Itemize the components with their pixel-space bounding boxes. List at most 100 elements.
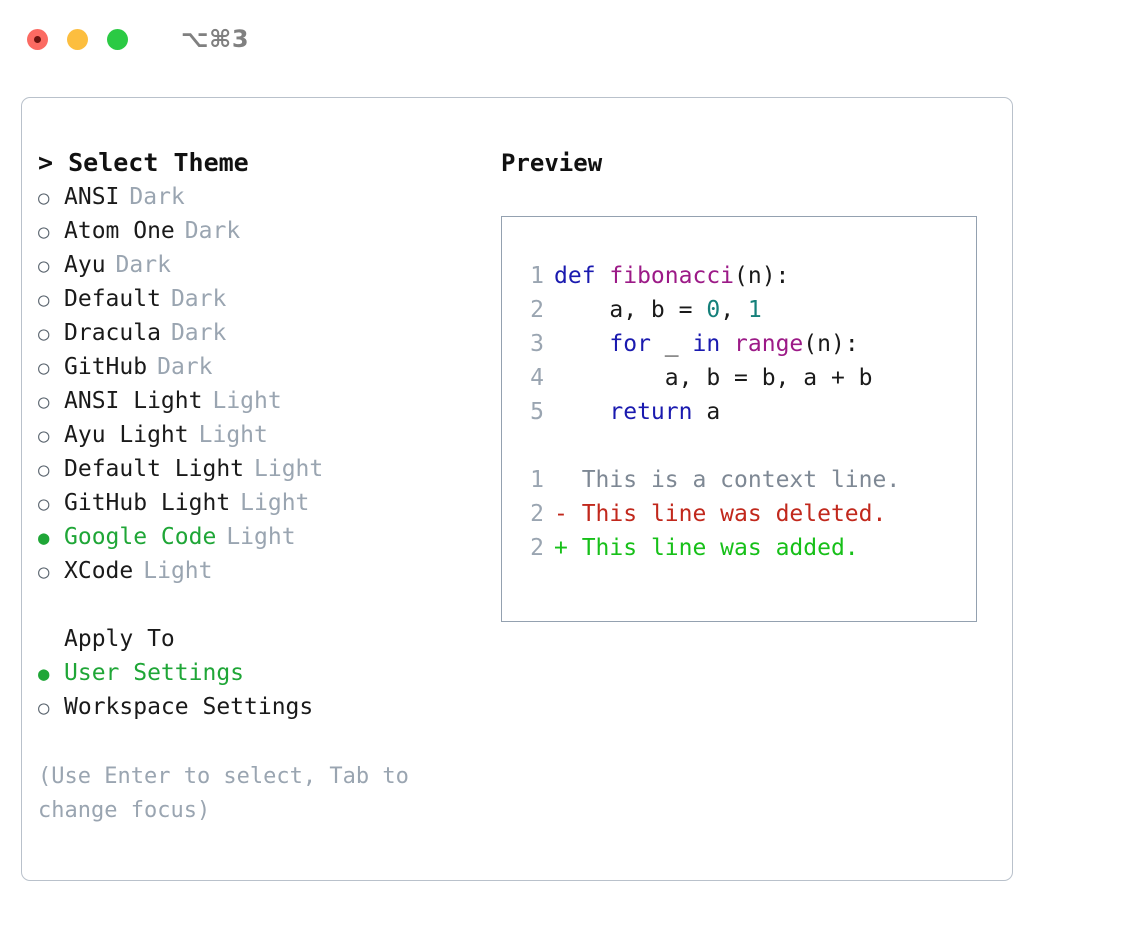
theme-name: Google Code [64,524,217,550]
theme-list-item[interactable]: ○ Default Dark [38,282,488,316]
theme-list-item[interactable]: ○ ANSI Light Light [38,384,488,418]
token-plain [554,399,609,425]
theme-variant-tag: Light [143,558,213,584]
code-text: for _ in range(n): [554,327,858,361]
code-text: a, b = b, a + b [554,361,873,395]
close-icon[interactable] [27,28,48,50]
token-plain [720,331,734,357]
theme-list-item[interactable]: ○ ANSI Dark [38,180,488,214]
line-number: 2 [530,297,544,323]
token-keyword: return [609,399,693,425]
token-function: range [734,331,804,357]
diff-sign: - [554,501,568,527]
code-preview-box: 1 def fibonacci(n): 2 a, b = 0, 1 3 for … [501,216,977,622]
diff-text: This is a context line. [567,467,901,493]
radio-icon[interactable]: ○ [38,697,50,719]
code-text: return a [554,395,720,429]
theme-name: Ayu [64,252,106,278]
theme-name: Default Light [64,456,245,482]
help-hint-text: (Use Enter to select, Tab to change focu… [38,764,423,823]
token-plain: a, b = [554,297,707,323]
line-number: 4 [530,365,544,391]
apply-to-label: Workspace Settings [64,694,314,720]
diff-line-context: 1 This is a context line. [512,463,976,497]
theme-list-item[interactable]: ○ GitHub Dark [38,350,488,384]
radio-icon-selected[interactable]: ● [38,663,50,685]
apply-to-item-user-settings[interactable]: ● User Settings [38,656,488,690]
theme-list-item[interactable]: ○ Atom One Dark [38,214,488,248]
diff-sign [554,463,568,497]
keyboard-shortcut-label: ⌥⌘3 [181,25,250,53]
theme-list-item[interactable]: ○ Dracula Dark [38,316,488,350]
code-line: 2 a, b = 0, 1 [512,293,976,327]
panel-body: > Select Theme ○ ANSI Dark ○ Atom One Da… [22,98,1012,880]
minimize-icon[interactable] [67,28,88,50]
theme-name: GitHub [64,354,148,380]
window-controls [27,28,128,50]
maximize-icon[interactable] [107,28,128,50]
radio-icon[interactable]: ○ [38,561,50,583]
line-number: 2 [530,535,544,561]
code-line: 4 a, b = b, a + b [512,361,976,395]
line-number: 3 [530,331,544,357]
diff-sign: + [554,535,568,561]
line-number: 5 [530,399,544,425]
theme-variant-tag: Dark [129,184,185,210]
theme-name: Atom One [64,218,175,244]
radio-icon[interactable]: ○ [38,187,50,209]
theme-variant-tag: Dark [115,252,171,278]
token-plain: _ [650,331,693,357]
radio-icon[interactable]: ○ [38,323,50,345]
radio-icon[interactable]: ○ [38,425,50,447]
code-blank-line [512,429,976,463]
theme-list: ○ ANSI Dark ○ Atom One Dark ○ Ayu Dark [38,180,488,588]
theme-list-item[interactable]: ○ Default Light Light [38,452,488,486]
code-text: def fibonacci(n): [554,259,789,293]
theme-variant-tag: Dark [184,218,241,244]
theme-list-item[interactable]: ○ XCode Light [38,554,488,588]
theme-list-item[interactable]: ○ GitHub Light Light [38,486,488,520]
code-line: 5 return a [512,395,976,429]
token-number: 1 [747,297,762,323]
theme-variant-tag: Light [254,456,324,482]
token-plain: (n): [734,263,790,289]
theme-list-item[interactable]: ○ Ayu Dark [38,248,488,282]
preview-column: Preview 1 def fibonacci(n): 2 a, b = 0, … [501,146,1001,622]
radio-icon[interactable]: ○ [38,391,50,413]
select-theme-heading: > Select Theme [38,148,249,177]
theme-variant-tag: Dark [157,354,213,380]
radio-icon[interactable]: ○ [38,221,50,243]
code-line: 3 for _ in range(n): [512,327,976,361]
radio-icon[interactable]: ○ [38,357,50,379]
theme-picker-panel: > Select Theme ○ ANSI Dark ○ Atom One Da… [21,97,1013,881]
theme-name: Dracula [64,320,161,346]
radio-icon-selected[interactable]: ● [38,527,50,549]
radio-icon[interactable]: ○ [38,493,50,515]
token-keyword: for [609,331,651,357]
line-number: 1 [530,467,544,493]
list-spacer [38,588,488,622]
token-keyword: in [692,331,721,357]
theme-variant-tag: Light [198,422,268,448]
theme-list-item[interactable]: ○ Ayu Light Light [38,418,488,452]
radio-icon[interactable]: ○ [38,289,50,311]
theme-variant-tag: Light [240,490,310,516]
theme-variant-tag: Dark [170,320,227,346]
theme-selection-column: > Select Theme ○ ANSI Dark ○ Atom One Da… [38,146,488,828]
diff-line-deleted: 2 - This line was deleted. [512,497,976,531]
line-number: 1 [530,263,544,289]
radio-icon[interactable]: ○ [38,255,50,277]
token-function: fibonacci [609,263,735,289]
line-number: 2 [530,501,544,527]
theme-variant-tag: Light [226,524,296,550]
radio-icon[interactable]: ○ [38,459,50,481]
token-plain: a, b = b, a + b [554,365,873,391]
preview-heading: Preview [501,149,603,177]
theme-name: XCode [64,558,134,584]
theme-name: ANSI Light [64,388,203,414]
theme-list-item-selected[interactable]: ● Google Code Light [38,520,488,554]
diff-text: This line was deleted. [567,501,887,527]
token-keyword: def [554,263,610,289]
apply-to-item-workspace-settings[interactable]: ○ Workspace Settings [38,690,488,724]
